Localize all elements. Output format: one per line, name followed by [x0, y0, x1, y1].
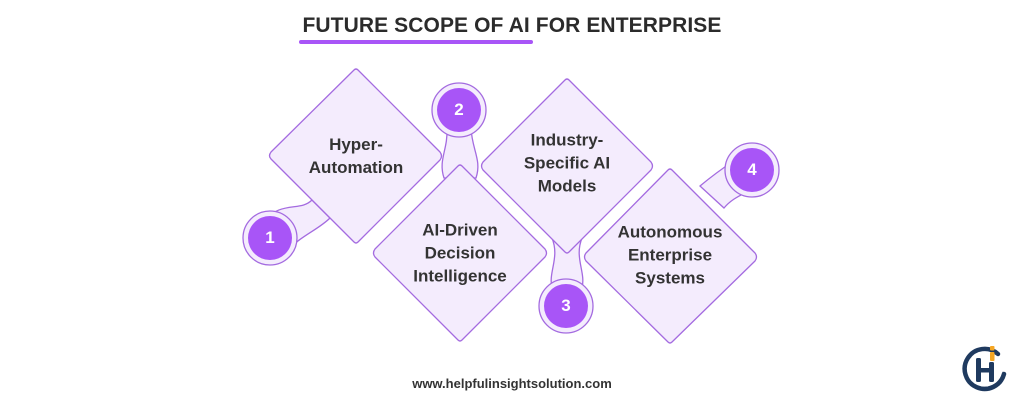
step-4-number: 4 — [747, 160, 757, 179]
connector-2 — [441, 127, 479, 179]
step-3-badge — [544, 284, 588, 328]
card-4-line-2: Enterprise — [627, 245, 713, 265]
card-2-label: AI-Driven Decision Intelligence — [385, 219, 535, 288]
step-3-number: 3 — [561, 296, 571, 315]
card-4-label: Autonomous Enterprise Systems — [595, 221, 745, 290]
card-2-line-3: Intelligence — [413, 266, 507, 286]
card-2-line-2: Decision — [424, 243, 496, 263]
card-4-shape — [583, 168, 758, 344]
card-1-shape — [268, 68, 443, 244]
step-1-badge — [248, 216, 292, 260]
step-2-badge — [437, 88, 481, 132]
title-highlight: FUTURE SCOPE OF AI — [299, 14, 534, 44]
card-1-label: Hyper- Automation — [281, 133, 431, 179]
helpful-insight-logo-icon — [962, 346, 1007, 392]
card-3-shape — [480, 78, 654, 254]
step-1-number: 1 — [265, 228, 275, 247]
step-2-number: 2 — [454, 100, 464, 119]
card-4-line-3: Systems — [635, 268, 705, 288]
card-2-shape — [372, 164, 548, 342]
card-1-line-2: Automation — [308, 158, 404, 177]
card-3-label: Industry- Specific AI Models — [492, 129, 642, 198]
title-rest: FOR ENTERPRISE — [529, 14, 722, 37]
card-2-line-1: AI-Driven — [422, 220, 498, 240]
step-4-badge — [730, 148, 774, 192]
card-3-line-1: Industry- — [530, 130, 604, 150]
card-4-line-1: Autonomous — [617, 222, 723, 242]
card-3-line-3: Models — [537, 176, 597, 196]
page-title: FUTURE SCOPE OF AI FOR ENTERPRISE — [0, 14, 1024, 44]
card-1-line-1: Hyper- — [329, 135, 383, 154]
website-url: www.helpfulinsightsolution.com — [412, 376, 612, 391]
card-3-line-2: Specific AI — [523, 153, 611, 173]
